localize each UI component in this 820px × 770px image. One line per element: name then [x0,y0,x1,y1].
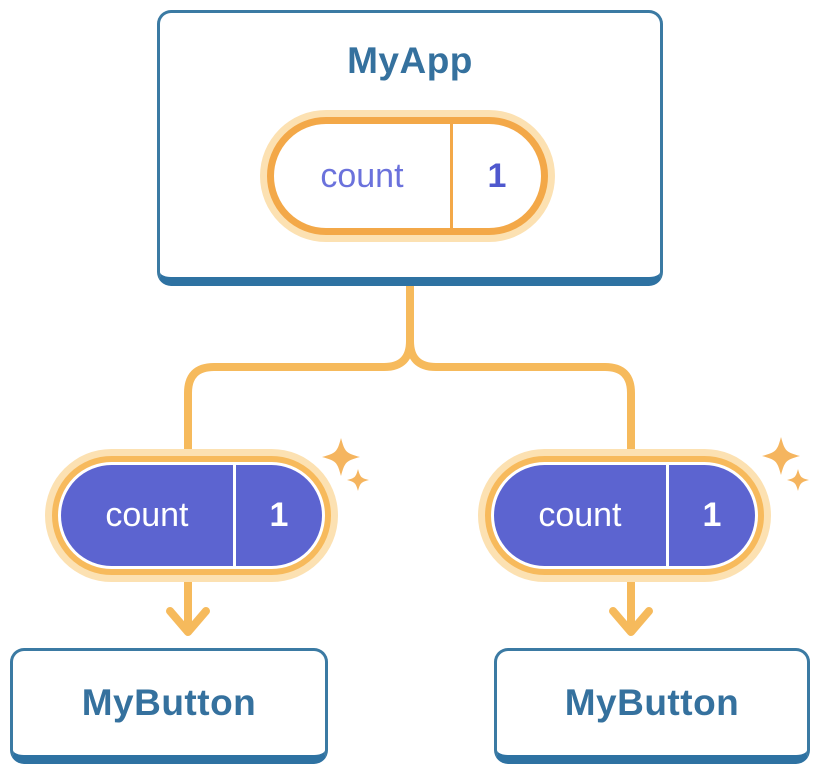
prop-pill-right: count 1 [478,449,771,582]
state-pill-ring: count 1 [267,117,548,235]
root-component-title: MyApp [347,40,473,81]
state-pill: count 1 [260,110,555,242]
prop-value-label: 1 [269,496,289,534]
prop-pill-left-fill: count 1 [61,465,322,566]
child-component-title: MyButton [81,682,257,723]
child-component-card-left: MyButton [10,648,328,764]
prop-pill-right-fill: count 1 [494,465,755,566]
child-component-title: MyButton [564,682,740,723]
arrowhead-left-icon [166,607,210,636]
prop-name-label: count [494,465,669,566]
prop-pill-left-ring: count 1 [52,456,331,575]
prop-pill-right-ring: count 1 [485,456,764,575]
state-value-label: 1 [487,156,507,195]
prop-value-label: 1 [702,496,722,534]
arrowhead-right-icon [609,607,653,636]
prop-pill-left: count 1 [45,449,338,582]
child-component-card-right: MyButton [494,648,810,764]
prop-name-label: count [61,465,236,566]
state-name-label: count [274,124,453,228]
connector-right-branch [406,278,635,630]
